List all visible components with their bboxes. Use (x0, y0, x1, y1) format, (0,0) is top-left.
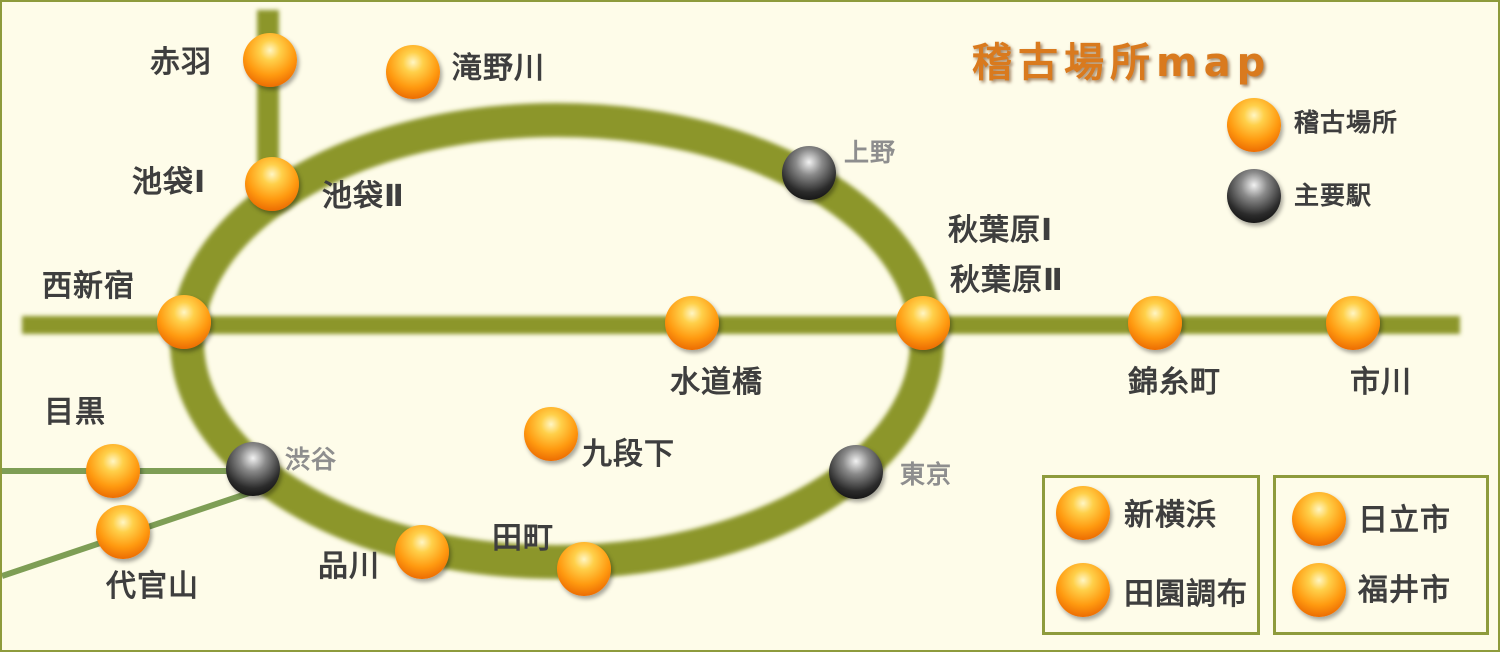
nishishinjuku-marker[interactable] (157, 295, 211, 349)
ichikawa-marker[interactable] (1326, 296, 1380, 350)
akabane-label: 赤羽 (150, 45, 212, 80)
ikebukuro-1-label: 池袋Ⅰ (132, 165, 207, 200)
akabane-marker[interactable] (243, 33, 297, 87)
shinagawa-label: 品川 (318, 549, 380, 584)
kudanshita-marker[interactable] (524, 407, 578, 461)
ikebukuro-2-label: 池袋Ⅱ (322, 179, 405, 214)
remote-box-other (1273, 475, 1489, 635)
daikanyama-marker[interactable] (96, 505, 150, 559)
shinagawa-marker[interactable] (395, 525, 449, 579)
fukui-marker[interactable] (1292, 563, 1346, 617)
tokyo-station-marker[interactable] (829, 445, 883, 499)
map-title: 稽古場所map (972, 40, 1272, 86)
suidobashi-label: 水道橋 (670, 365, 763, 400)
kudanshita-label: 九段下 (582, 437, 675, 472)
fukui-label: 福井市 (1358, 573, 1451, 608)
shinyokohama-marker[interactable] (1056, 486, 1110, 540)
ueno-station-marker[interactable] (782, 146, 836, 200)
takinogawa-label: 滝野川 (452, 51, 545, 86)
ikebukuro-marker[interactable] (245, 157, 299, 211)
meguro-marker[interactable] (86, 444, 140, 498)
tokyo-station-label: 東京 (900, 460, 953, 489)
akihabara-2-label: 秋葉原Ⅱ (950, 263, 1064, 298)
legend-station-label: 主要駅 (1294, 181, 1373, 210)
kinshicho-marker[interactable] (1128, 296, 1182, 350)
meguro-label: 目黒 (44, 395, 106, 430)
nishishinjuku-label: 西新宿 (42, 269, 135, 304)
tamachi-marker[interactable] (557, 542, 611, 596)
shinyokohama-label: 新横浜 (1124, 498, 1217, 533)
legend-practice-icon (1227, 98, 1281, 152)
tamachi-label: 田町 (492, 521, 554, 556)
remote-box-kanagawa (1042, 475, 1260, 635)
shibuya-station-marker[interactable] (226, 442, 280, 496)
akihabara-1-label: 秋葉原Ⅰ (948, 213, 1054, 248)
akihabara-marker[interactable] (896, 296, 950, 350)
kinshicho-label: 錦糸町 (1128, 365, 1221, 400)
denenchofu-marker[interactable] (1056, 563, 1110, 617)
hitachi-label: 日立市 (1358, 503, 1451, 538)
shibuya-station-label: 渋谷 (285, 445, 338, 474)
legend-practice-label: 稽古場所 (1294, 108, 1399, 137)
ueno-station-label: 上野 (844, 138, 897, 167)
ichikawa-label: 市川 (1350, 365, 1412, 400)
hitachi-marker[interactable] (1292, 492, 1346, 546)
suidobashi-marker[interactable] (665, 296, 719, 350)
takinogawa-marker[interactable] (386, 45, 440, 99)
daikanyama-label: 代官山 (106, 569, 199, 604)
legend-station-icon (1227, 169, 1281, 223)
denenchofu-label: 田園調布 (1124, 577, 1248, 612)
